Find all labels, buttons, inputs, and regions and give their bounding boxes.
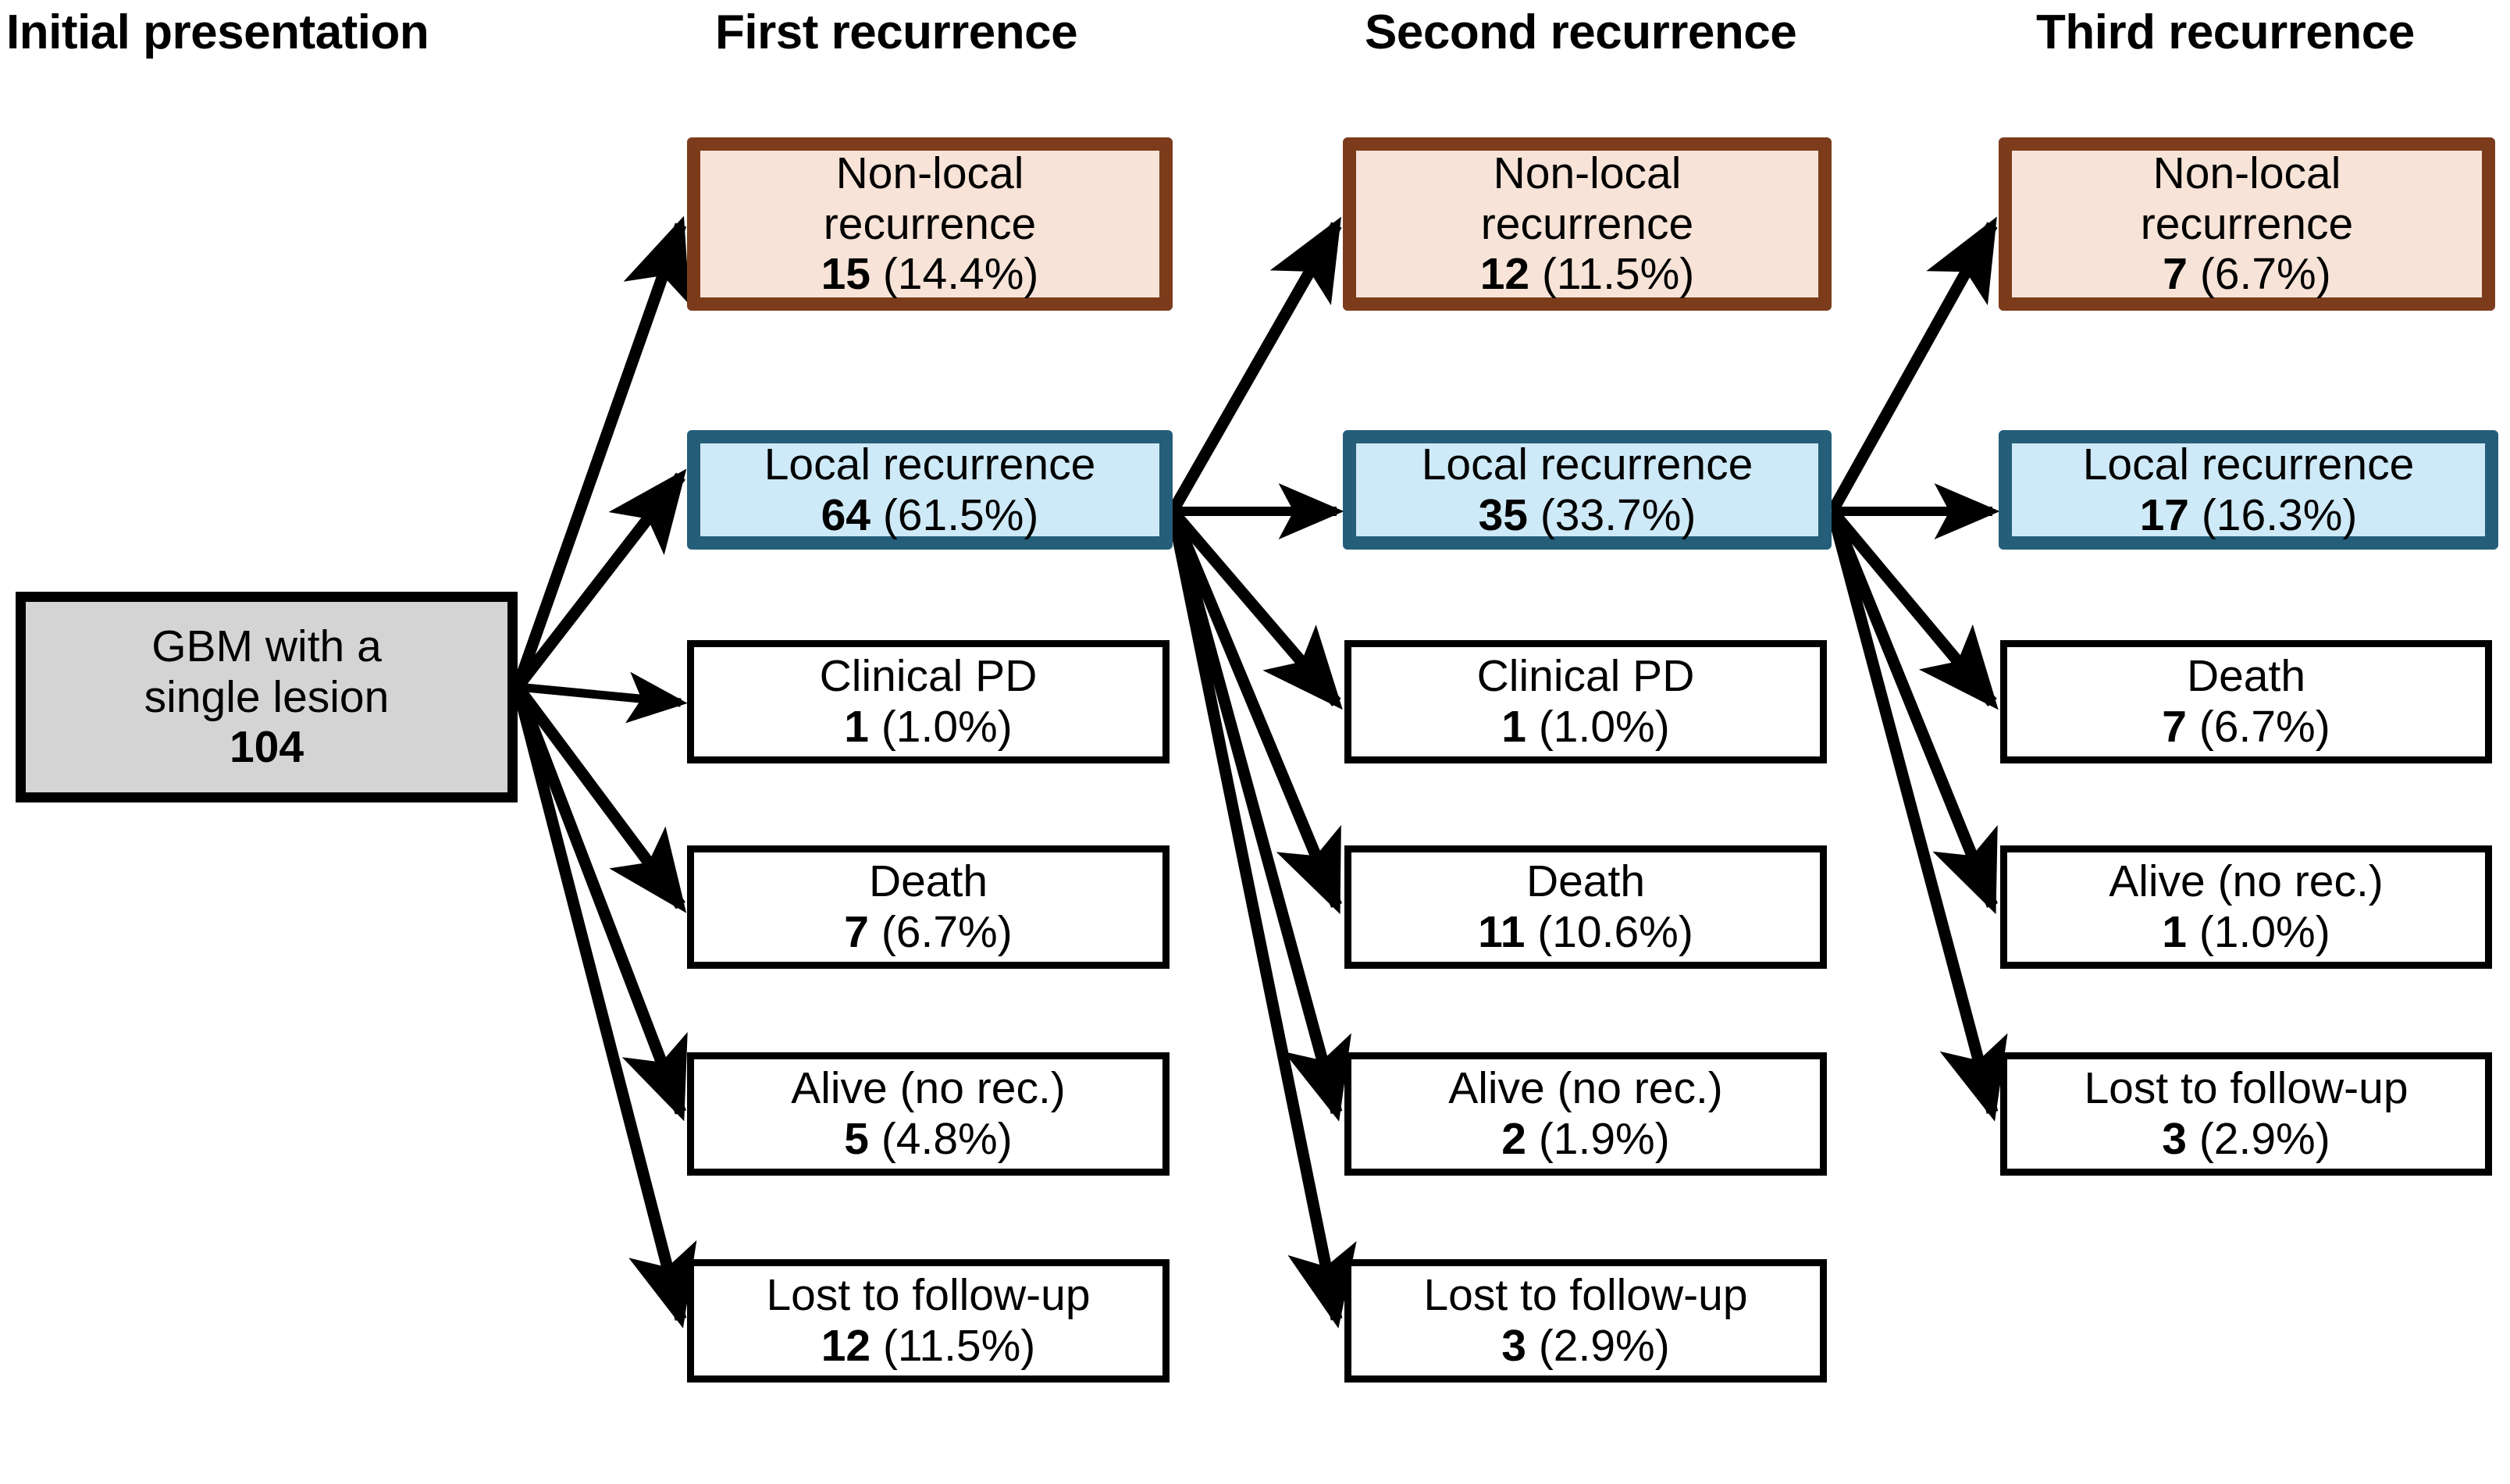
node-count: 12 <box>1479 249 1530 300</box>
node-second-death[interactable]: Death 11 (10.6%) <box>1344 845 1827 969</box>
node-count: 1 <box>1501 702 1526 752</box>
node-gbm-single-lesion[interactable]: GBM with a single lesion 104 <box>16 592 518 802</box>
node-percent: (1.0%) <box>881 702 1013 752</box>
node-line-1: Alive (no rec.) <box>2109 856 2384 907</box>
node-percent: (2.9%) <box>2198 1114 2330 1164</box>
node-first-alive-no-rec[interactable]: Alive (no rec.) 5 (4.8%) <box>687 1052 1170 1176</box>
node-percent: (16.3%) <box>2201 489 2358 540</box>
node-percent: (6.7%) <box>2198 702 2330 752</box>
node-first-clinical-pd[interactable]: Clinical PD 1 (1.0%) <box>687 640 1170 763</box>
node-line-1: Lost to follow-up <box>1423 1270 1748 1321</box>
node-count: 104 <box>229 722 304 773</box>
node-second-alive-no-rec[interactable]: Alive (no rec.) 2 (1.9%) <box>1344 1052 1827 1176</box>
node-count: 7 <box>844 907 869 957</box>
node-percent: (11.5%) <box>882 1321 1036 1371</box>
node-third-local-recurrence[interactable]: Local recurrence 17 (16.3%) <box>1999 430 2498 550</box>
column-header-second-recurrence: Second recurrence <box>1365 5 1797 59</box>
node-percent: (1.0%) <box>2198 907 2330 957</box>
node-second-lost-to-follow-up[interactable]: Lost to follow-up 3 (2.9%) <box>1344 1259 1827 1383</box>
node-count: 3 <box>1501 1321 1526 1371</box>
column-header-initial-presentation: Initial presentation <box>6 5 429 59</box>
node-count: 11 <box>1478 907 1526 957</box>
node-second-local-recurrence[interactable]: Local recurrence 35 (33.7%) <box>1343 430 1832 550</box>
node-percent: (10.6%) <box>1537 907 1693 957</box>
node-percent: (61.5%) <box>882 489 1039 540</box>
node-percent: (11.5%) <box>1541 249 1695 300</box>
node-line-1: Alive (no rec.) <box>1448 1063 1723 1114</box>
edges-from-root <box>511 215 697 1329</box>
node-line-1: Non-local <box>835 148 1024 198</box>
node-line-1: Lost to follow-up <box>766 1270 1091 1321</box>
node-percent: (6.7%) <box>2199 249 2331 300</box>
node-count: 15 <box>821 249 870 300</box>
node-line-2: single lesion <box>144 671 390 722</box>
node-second-nonlocal-recurrence[interactable]: Non-local recurrence 12 (11.5%) <box>1343 137 1832 311</box>
node-third-nonlocal-recurrence[interactable]: Non-local recurrence 7 (6.7%) <box>1999 137 2495 311</box>
node-count: 64 <box>821 489 870 540</box>
node-percent: (33.7%) <box>1540 489 1696 540</box>
node-first-local-recurrence[interactable]: Local recurrence 64 (61.5%) <box>687 430 1173 550</box>
column-header-third-recurrence: Third recurrence <box>2036 5 2415 59</box>
node-line-1: Local recurrence <box>764 439 1096 489</box>
node-count: 3 <box>2162 1114 2187 1164</box>
node-count: 1 <box>844 702 869 752</box>
node-first-lost-to-follow-up[interactable]: Lost to follow-up 12 (11.5%) <box>687 1259 1170 1383</box>
node-count: 1 <box>2162 907 2187 957</box>
node-line-2: recurrence <box>2140 198 2354 249</box>
node-line-2: recurrence <box>1480 198 1694 249</box>
node-line-1: Non-local <box>1493 148 1682 198</box>
node-line-1: Lost to follow-up <box>2084 1063 2409 1114</box>
node-second-clinical-pd[interactable]: Clinical PD 1 (1.0%) <box>1344 640 1827 763</box>
node-third-lost-to-follow-up[interactable]: Lost to follow-up 3 (2.9%) <box>2000 1052 2492 1176</box>
node-line-1: Non-local <box>2152 148 2341 198</box>
node-line-2: recurrence <box>823 198 1037 249</box>
edges-from-first-local-recurrence <box>1166 216 1357 1329</box>
node-percent: (1.0%) <box>1538 702 1670 752</box>
node-count: 12 <box>821 1321 871 1371</box>
node-count: 5 <box>844 1114 869 1164</box>
node-line-1: Local recurrence <box>2082 439 2415 489</box>
node-first-death[interactable]: Death 7 (6.7%) <box>687 845 1170 969</box>
node-count: 7 <box>2162 702 2187 752</box>
column-header-first-recurrence: First recurrence <box>715 5 1078 59</box>
node-count: 35 <box>1478 489 1528 540</box>
node-line-1: Death <box>868 856 988 907</box>
node-count: 7 <box>2163 249 2188 300</box>
node-count: 17 <box>2139 489 2189 540</box>
node-line-1: Death <box>1526 856 1646 907</box>
node-count: 2 <box>1501 1114 1526 1164</box>
node-third-death[interactable]: Death 7 (6.7%) <box>2000 640 2492 763</box>
edges-from-second-local-recurrence <box>1826 216 2008 1122</box>
node-line-1: Death <box>2186 651 2306 702</box>
node-percent: (2.9%) <box>1538 1321 1670 1371</box>
node-first-nonlocal-recurrence[interactable]: Non-local recurrence 15 (14.4%) <box>687 137 1173 311</box>
node-percent: (1.9%) <box>1538 1114 1670 1164</box>
node-line-1: GBM with a <box>151 621 382 671</box>
node-line-1: Clinical PD <box>1476 651 1695 702</box>
node-line-1: Alive (no rec.) <box>791 1063 1066 1114</box>
node-percent: (4.8%) <box>881 1114 1013 1164</box>
node-third-alive-no-rec[interactable]: Alive (no rec.) 1 (1.0%) <box>2000 845 2492 969</box>
node-percent: (14.4%) <box>882 249 1039 300</box>
node-line-1: Clinical PD <box>819 651 1038 702</box>
node-line-1: Local recurrence <box>1421 439 1753 489</box>
node-percent: (6.7%) <box>881 907 1013 957</box>
